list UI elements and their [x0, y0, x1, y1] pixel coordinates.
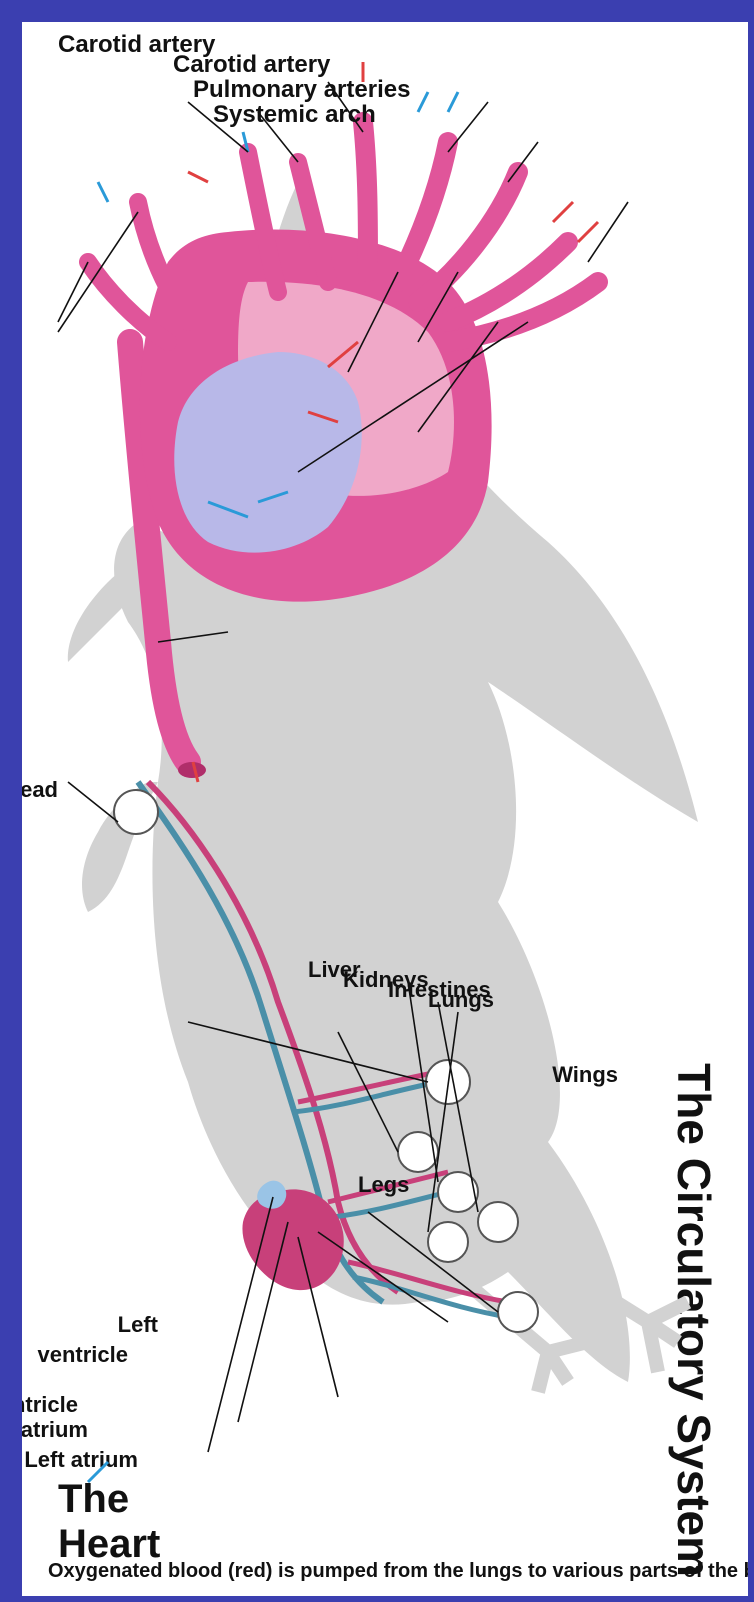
caption: Oxygenated blood (red) is pumped from th… [48, 1560, 748, 1582]
carotid-artery-vessel [363, 122, 368, 272]
label-carotid-artery-v: Carotid artery [58, 31, 216, 58]
heart-labels: Carotid artery Pulmonary arteries System… [173, 51, 410, 128]
capillary-head [114, 790, 158, 834]
capillary-liver [428, 1222, 468, 1262]
diagram-sheet: The Circulatory System [22, 22, 748, 1596]
heart-title: The Heart [58, 1477, 160, 1566]
heart-labels-vertical: Carotid artery [58, 31, 216, 58]
page-title: The Circulatory System [668, 1063, 720, 1577]
capillary-legs [498, 1292, 538, 1332]
label-liver: Liver [308, 957, 361, 982]
label-pulmonary-arteries: Pulmonary arteries [193, 76, 410, 103]
pulmonary-artery-vessel [398, 142, 448, 282]
circulatory-diagram: The Circulatory System [22, 22, 748, 1596]
heart-title-line1: The [58, 1477, 129, 1521]
label-bird-left-ventricle-1: Left [118, 1312, 159, 1337]
label-bird-left-atrium: Left atrium [24, 1447, 138, 1472]
label-wings: Wings [552, 1062, 618, 1087]
aorta-opening [178, 762, 206, 778]
label-bird-right-atrium: Right atrium [22, 1417, 88, 1442]
capillary-kidneys [478, 1202, 518, 1242]
label-legs: Legs [358, 1172, 409, 1197]
label-systemic-arch: Systemic arch [213, 101, 376, 128]
label-bird-right-ventricle: Right ventricle [22, 1392, 78, 1417]
label-bird-left-ventricle-2: ventricle [38, 1342, 129, 1367]
rotated-diagram: The Circulatory System [22, 22, 748, 1596]
label-head: Head [22, 777, 58, 802]
